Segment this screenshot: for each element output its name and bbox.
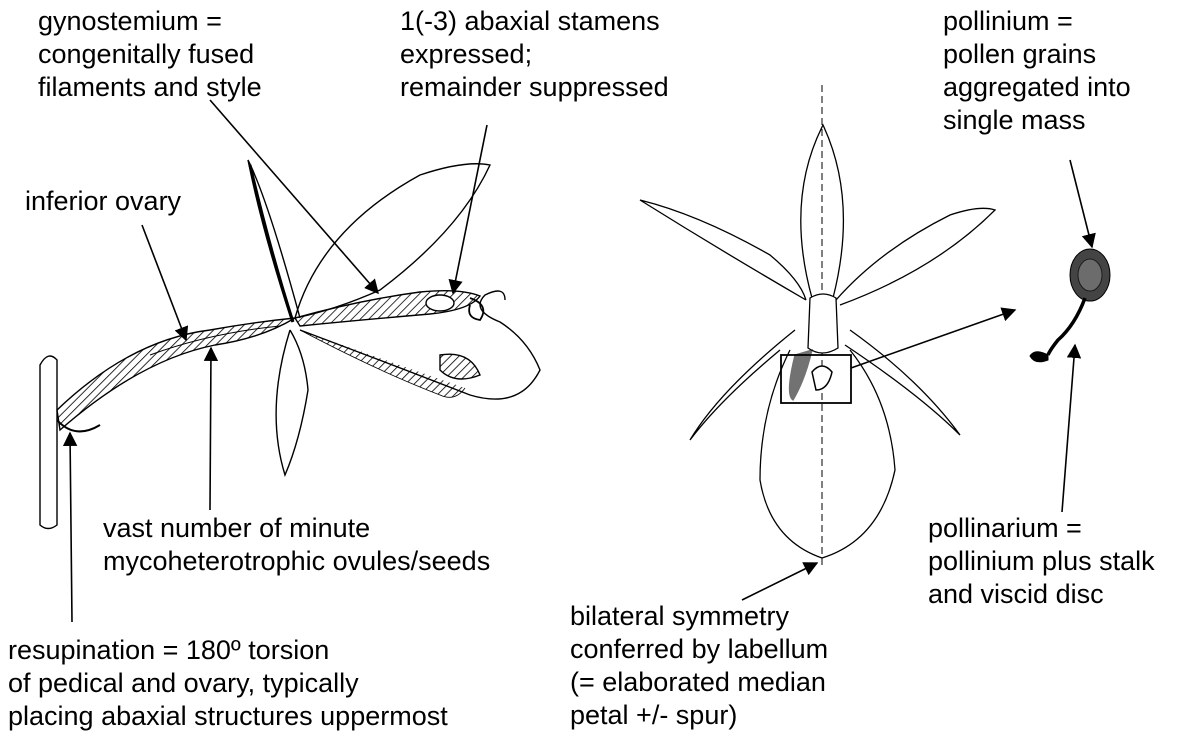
column [295, 291, 480, 326]
label-symmetry: bilateral symmetry conferred by labellum… [570, 600, 828, 732]
arrow-pollinium [1070, 160, 1092, 247]
pedicel-stem [40, 356, 57, 529]
label-pollinarium: pollinarium = pollinium plus stalk and v… [928, 512, 1155, 611]
label-line: pollen grains [943, 38, 1131, 71]
arrow-pollinarium [1062, 345, 1075, 512]
label-line: remainder suppressed [400, 71, 669, 104]
front-lower-right-sepal [845, 330, 960, 435]
ovary [57, 318, 295, 430]
label-line: inferior ovary [25, 185, 181, 218]
label-line: 1(-3) abaxial stamens [400, 5, 669, 38]
arrow-stamens [453, 125, 487, 293]
arrow-inferior-ovary [142, 225, 186, 340]
front-lower-left-sepal [690, 330, 795, 440]
label-line: aggregated into [943, 71, 1131, 104]
arrow-resupination [70, 433, 72, 622]
label-line: single mass [943, 104, 1131, 137]
label-line: pollinium = [943, 5, 1131, 38]
label-line: petal +/- spur) [570, 699, 828, 732]
label-line: resupination = 180º torsion [8, 634, 448, 667]
arrow-symmetry [742, 563, 817, 600]
label-gynostemium: gynostemium = congenitally fused filamen… [38, 5, 262, 104]
label-line: bilateral symmetry [570, 600, 828, 633]
label-line: congenitally fused [38, 38, 262, 71]
label-resupination: resupination = 180º torsion of pedical a… [8, 634, 448, 733]
label-stamens: 1(-3) abaxial stamens expressed; remaind… [400, 5, 669, 104]
pollinarium-drawing [1030, 249, 1110, 362]
label-ovules: vast number of minute mycoheterotrophic … [103, 512, 490, 578]
lower-petal [276, 330, 308, 475]
front-right-petal [836, 208, 995, 305]
label-line: conferred by labellum [570, 633, 828, 666]
label-line: vast number of minute [103, 512, 490, 545]
label-line: of pedical and ovary, typically [8, 667, 448, 700]
label-line: expressed; [400, 38, 669, 71]
front-left-petal [640, 200, 806, 300]
pollinarium-stalk [1048, 298, 1085, 355]
label-line: and viscid disc [928, 578, 1155, 611]
label-line: (= elaborated median [570, 666, 828, 699]
label-inferior-ovary: inferior ovary [25, 185, 181, 218]
label-line: filaments and style [38, 71, 262, 104]
label-line: placing abaxial structures uppermost [8, 700, 448, 733]
arrow-gynostemium [210, 100, 378, 293]
arrow-ovules [210, 348, 211, 510]
front-column [808, 294, 838, 353]
viscid-disc [1030, 352, 1048, 362]
front-view-flower [640, 85, 995, 565]
arrow-box-to-pollinarium [851, 310, 1015, 368]
label-line: gynostemium = [38, 5, 262, 38]
label-line: pollinium plus stalk [928, 545, 1155, 578]
label-line: pollinarium = [928, 512, 1155, 545]
label-pollinium: pollinium = pollen grains aggregated int… [943, 5, 1131, 137]
label-line: mycoheterotrophic ovules/seeds [103, 545, 490, 578]
